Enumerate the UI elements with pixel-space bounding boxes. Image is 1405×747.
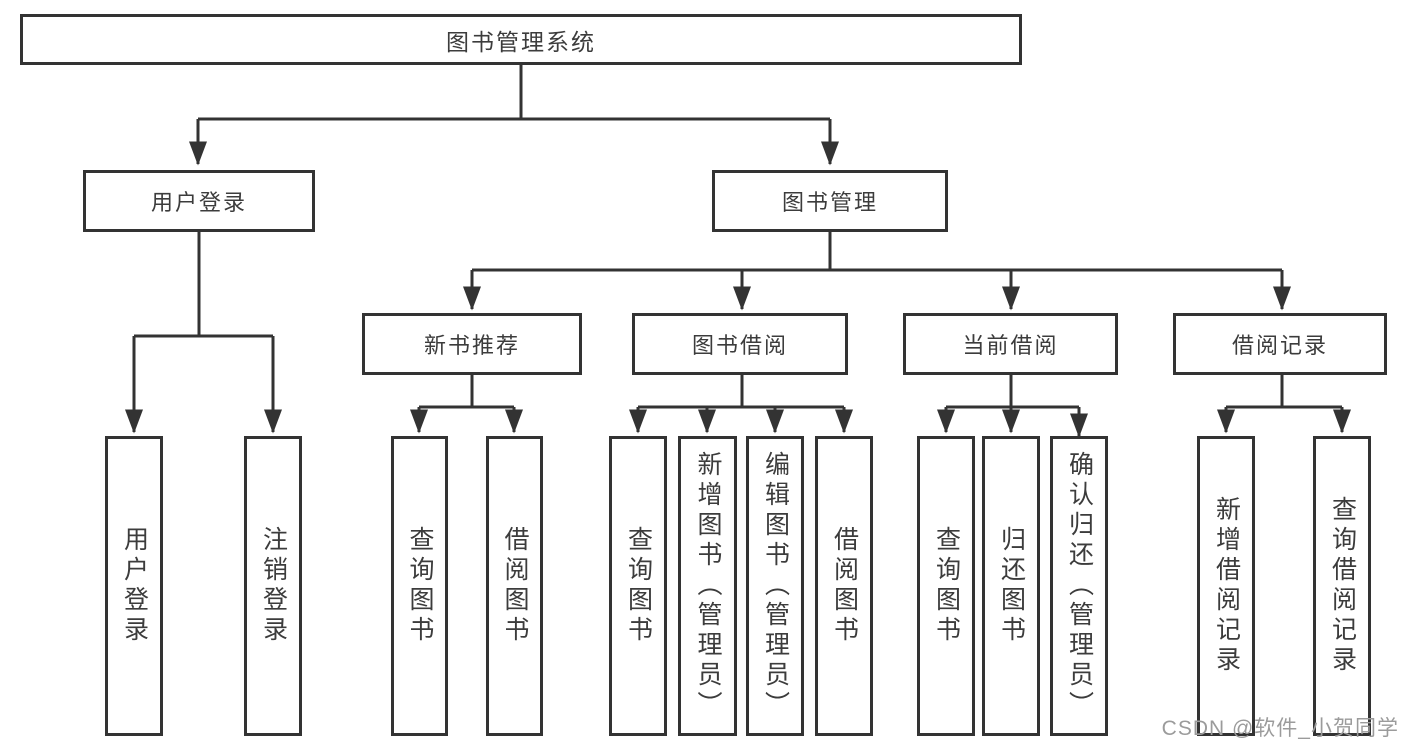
- leaf-add-borrow-record: 新增借阅记录: [1197, 436, 1255, 736]
- node-current-borrowing: 当前借阅: [903, 313, 1118, 375]
- node-borrowing-records: 借阅记录: [1173, 313, 1387, 375]
- leaf-query-borrow-record: 查询借阅记录: [1313, 436, 1371, 736]
- node-new-book-recommendation: 新书推荐: [362, 313, 582, 375]
- leaf-logout: 注销登录: [244, 436, 302, 736]
- leaf-return-books: 归还图书: [982, 436, 1040, 736]
- leaf-add-books-admin: 新增图书（管理员）: [678, 436, 737, 736]
- csdn-watermark: CSDN @软件_小贺同学: [1161, 717, 1399, 740]
- node-user-login: 用户登录: [83, 170, 315, 232]
- node-library-management-system: 图书管理系统: [20, 14, 1022, 65]
- leaf-user-login: 用户登录: [105, 436, 163, 736]
- leaf-confirm-return-admin: 确认归还（管理员）: [1050, 436, 1108, 736]
- leaf-query-books-borrowing: 查询图书: [609, 436, 667, 736]
- leaf-borrow-books-recommend: 借阅图书: [486, 436, 543, 736]
- leaf-edit-books-admin: 编辑图书（管理员）: [746, 436, 804, 736]
- node-book-management: 图书管理: [712, 170, 948, 232]
- leaf-query-books-recommend: 查询图书: [391, 436, 448, 736]
- leaf-query-books-current: 查询图书: [917, 436, 975, 736]
- node-book-borrowing: 图书借阅: [632, 313, 848, 375]
- leaf-borrow-books: 借阅图书: [815, 436, 873, 736]
